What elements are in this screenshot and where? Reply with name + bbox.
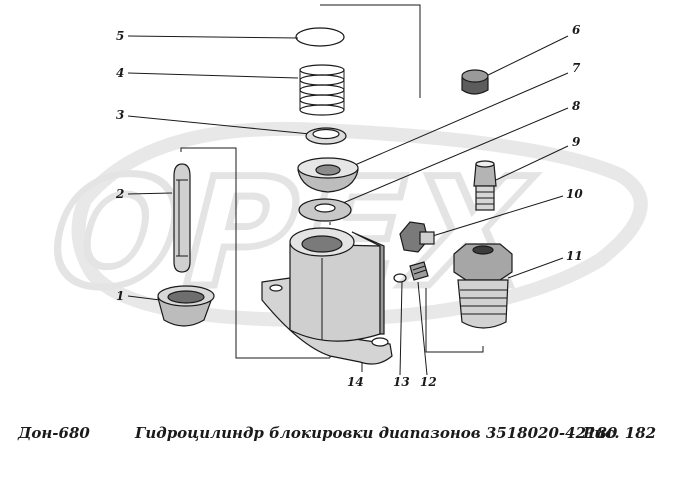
callout-11: 11 — [566, 249, 583, 263]
part-10-nut — [399, 221, 435, 253]
part-2-pin — [173, 163, 191, 273]
part-4-spring — [299, 64, 345, 116]
leader-lines — [127, 35, 569, 376]
callout-14: 14 — [347, 375, 364, 389]
part-13-ring — [393, 273, 407, 283]
callout-2: 2 — [115, 187, 124, 201]
callout-10: 10 — [566, 187, 583, 201]
callout-5: 5 — [116, 29, 124, 43]
part-7-piston — [297, 157, 359, 193]
part-12-screw — [409, 261, 429, 281]
callout-12: 12 — [420, 375, 437, 389]
part-1-bushing — [157, 285, 215, 327]
caption-title: Гидроцилиндр блокировки диапазонов 35180… — [135, 424, 618, 442]
caption-figure: Рис. 182 — [583, 424, 657, 442]
callout-3: 3 — [116, 108, 124, 122]
caption-model: Дон-680 — [18, 424, 90, 442]
part-3-washer — [305, 127, 347, 145]
part-9-fitting — [473, 160, 497, 211]
callout-7: 7 — [572, 61, 581, 75]
part-14-body — [261, 227, 393, 365]
callout-13: 13 — [393, 375, 410, 389]
callout-1: 1 — [116, 289, 124, 303]
callout-4: 4 — [116, 66, 124, 80]
callout-8: 8 — [572, 99, 581, 113]
callout-9: 9 — [572, 135, 581, 149]
part-8-seal — [298, 198, 352, 222]
part-5-snap-ring — [295, 27, 345, 47]
callouts: 5 4 3 2 1 6 7 8 9 10 11 14 13 12 — [115, 23, 583, 389]
callout-6: 6 — [572, 23, 581, 37]
part-11-adapter — [453, 243, 513, 329]
part-6-cap — [461, 69, 489, 95]
